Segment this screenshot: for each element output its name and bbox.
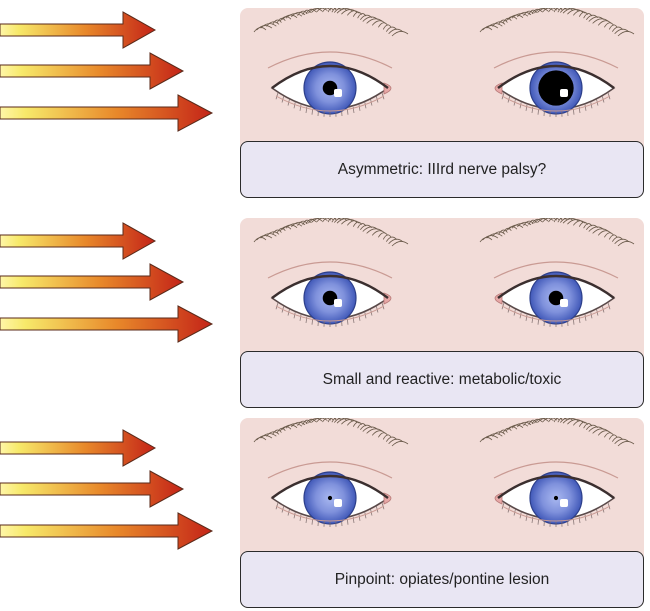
eyebrow xyxy=(480,418,634,446)
highlight xyxy=(560,299,568,307)
pupil xyxy=(328,496,332,500)
eye-pair-3 xyxy=(240,418,644,558)
caption-3: Pinpoint: opiates/pontine lesion xyxy=(240,551,644,608)
arrow xyxy=(0,471,183,507)
arrow xyxy=(0,264,183,300)
highlight xyxy=(334,499,342,507)
pupil xyxy=(554,496,558,500)
highlight xyxy=(560,499,568,507)
caption-1: Asymmetric: IIIrd nerve palsy? xyxy=(240,141,644,198)
pupil-panel-1: Asymmetric: IIIrd nerve palsy? xyxy=(240,8,644,198)
arrow xyxy=(0,430,155,466)
light-arrows-1 xyxy=(0,2,220,132)
pupil xyxy=(538,70,573,105)
arrow xyxy=(0,223,155,259)
pupil-panel-2: Small and reactive: metabolic/toxic xyxy=(240,218,644,408)
highlight xyxy=(334,89,342,97)
eyebrow xyxy=(480,8,634,36)
left-eye xyxy=(254,418,408,527)
pupil-panel-3: Pinpoint: opiates/pontine lesion xyxy=(240,418,644,608)
light-arrows-2 xyxy=(0,213,220,343)
highlight xyxy=(334,299,342,307)
arrow xyxy=(0,53,183,89)
left-eye xyxy=(254,218,408,327)
eyebrow xyxy=(254,418,408,446)
eyebrow xyxy=(480,218,634,246)
right-eye xyxy=(480,418,634,527)
arrow xyxy=(0,12,155,48)
highlight xyxy=(560,89,568,97)
eye-pair-1 xyxy=(240,8,644,148)
arrow xyxy=(0,513,212,549)
caption-2: Small and reactive: metabolic/toxic xyxy=(240,351,644,408)
eye-pair-2 xyxy=(240,218,644,358)
left-eye xyxy=(254,8,408,117)
arrow xyxy=(0,95,212,131)
right-eye xyxy=(480,8,634,117)
eyebrow xyxy=(254,8,408,36)
arrow xyxy=(0,306,212,342)
eyebrow xyxy=(254,218,408,246)
light-arrows-3 xyxy=(0,420,220,550)
right-eye xyxy=(480,218,634,327)
